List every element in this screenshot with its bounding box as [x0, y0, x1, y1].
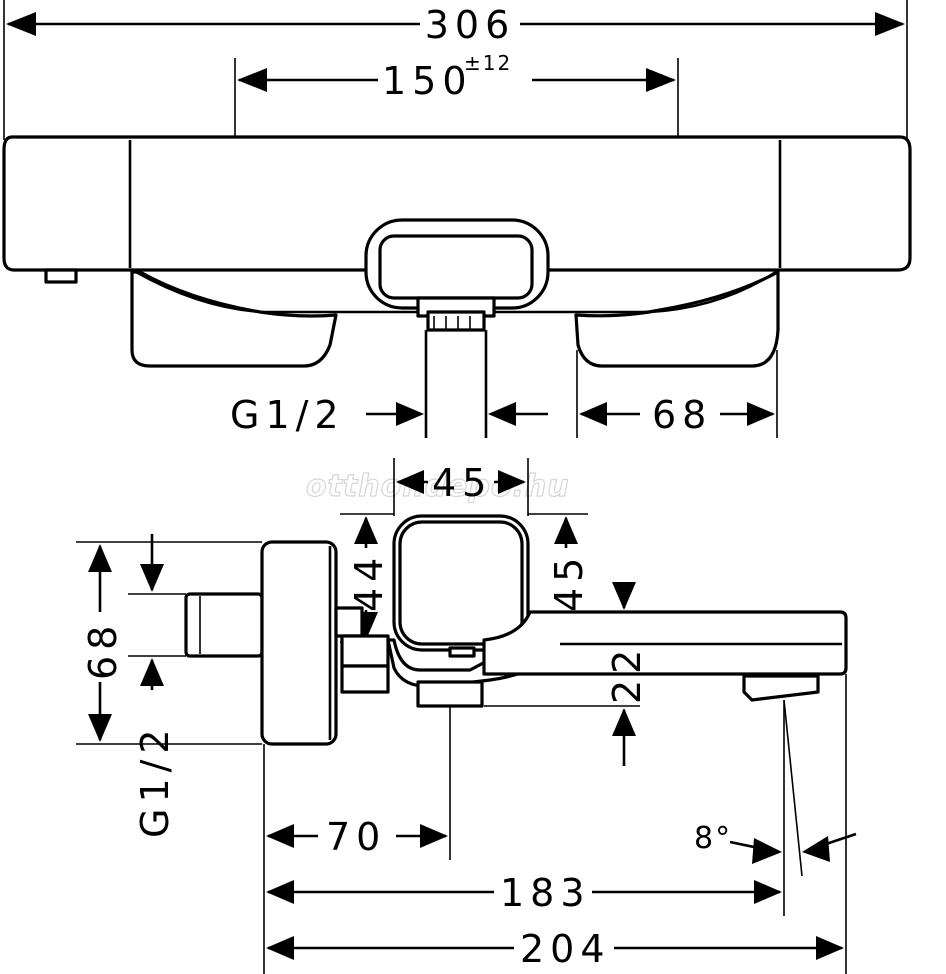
- spout-height-label: 22: [605, 644, 649, 704]
- dimension-spout-angle: 8°: [694, 821, 857, 864]
- watermark: otthondepo.hu: [306, 469, 570, 504]
- connection-thread-label-side: G1/2: [133, 723, 177, 838]
- top-view: 306 150 ±12: [2, 0, 912, 438]
- dimension-control-depth-b: 45: [528, 513, 591, 645]
- dimension-outlet-offset: 70: [266, 815, 448, 859]
- dimension-connection-side: G1/2: [128, 534, 186, 838]
- dimension-spout-height: 22: [484, 582, 649, 766]
- dimension-body-height: 68: [76, 541, 262, 745]
- handle-offset-label: 68: [652, 393, 712, 437]
- control-depth-a-label: 44: [347, 552, 391, 612]
- side-view: 45 44 45: [76, 458, 857, 974]
- control-knob-side: [392, 514, 530, 652]
- center-distance-label: 150: [382, 59, 473, 103]
- outlet-offset-label: 70: [326, 815, 386, 859]
- body-height-label: 68: [81, 620, 125, 680]
- spout-reach-inner-label: 183: [500, 871, 591, 915]
- spout-angle-line: [783, 699, 803, 877]
- connection-thread-label-top: G1/2: [230, 393, 345, 437]
- mixer-body-top: [2, 135, 912, 368]
- dimension-control-depth-a: 44: [340, 513, 394, 643]
- spout-reach-total-label: 204: [520, 927, 611, 971]
- dimension-spout-reach-total: 204: [266, 927, 844, 971]
- overall-width-label: 306: [425, 3, 516, 47]
- dimension-overall-width: 306: [6, 3, 905, 47]
- spout-angle-label: 8°: [694, 821, 732, 856]
- dimension-connection-top: G1/2 68: [230, 330, 778, 438]
- center-tolerance-label: ±12: [464, 51, 512, 75]
- mixer-body-side: [184, 540, 848, 746]
- control-depth-b-label: 45: [547, 552, 591, 612]
- dimension-spout-reach-inner: 183: [266, 871, 782, 915]
- dimension-control-width: 45: [393, 458, 529, 516]
- control-width-label: 45: [432, 461, 492, 505]
